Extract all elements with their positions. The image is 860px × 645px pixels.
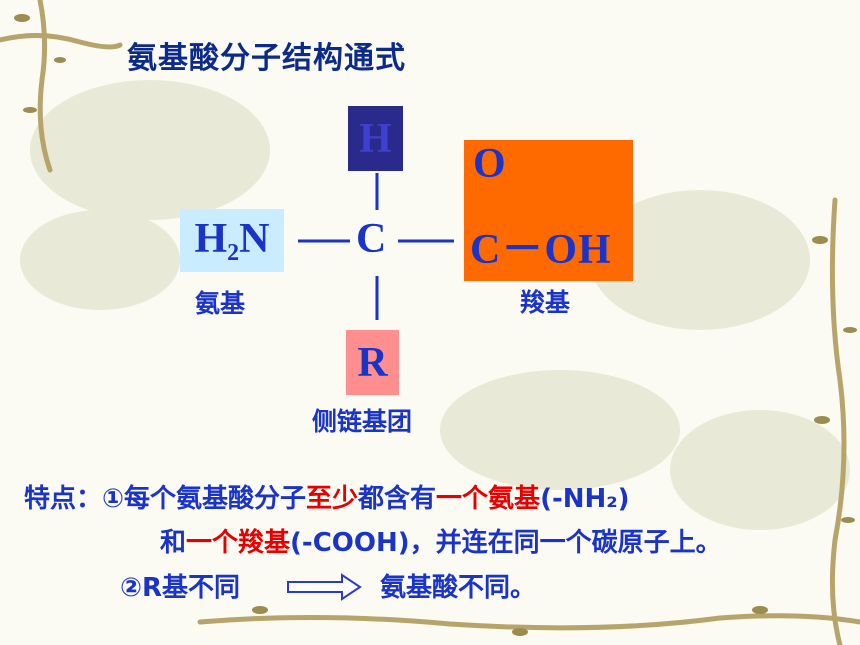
slide-title: 氨基酸分子结构通式 bbox=[127, 41, 406, 76]
alpha-carbon: C bbox=[356, 216, 387, 262]
amino-group-box: H2N bbox=[180, 209, 284, 272]
emphasis-one-carboxyl: 一个羧基 bbox=[186, 528, 291, 558]
carboxyl-formula: C－OH bbox=[470, 227, 612, 273]
emphasis-at-least: 至少 bbox=[306, 484, 359, 514]
feature-line-3-left: ②R基不同 bbox=[120, 573, 241, 603]
carboxyl-group-box bbox=[464, 140, 633, 281]
amino-group-formula: H2N bbox=[194, 215, 270, 266]
feature-line-1: 特点：①每个氨基酸分子至少都含有一个氨基(-NH₂) bbox=[24, 484, 630, 514]
emphasis-one-amino: 一个氨基 bbox=[436, 484, 541, 514]
r-group: R bbox=[357, 339, 388, 386]
flower-decoration bbox=[20, 80, 850, 530]
r-group-box: R bbox=[346, 330, 399, 395]
hydrogen-atom-box: H bbox=[348, 106, 403, 171]
arrow-icon bbox=[287, 573, 362, 601]
feature-line-2: 和一个羧基(-COOH)，并连在同一个碳原子上。 bbox=[160, 528, 722, 558]
vine-leaves bbox=[14, 14, 857, 636]
side-chain-label: 侧链基团 bbox=[312, 407, 413, 436]
amino-label: 氨基 bbox=[195, 289, 246, 318]
feature-line-3-right: 氨基酸不同。 bbox=[380, 573, 537, 603]
carboxyl-label: 羧基 bbox=[520, 288, 571, 317]
carboxyl-oxygen: O bbox=[473, 141, 506, 187]
hydrogen-atom: H bbox=[359, 115, 392, 162]
